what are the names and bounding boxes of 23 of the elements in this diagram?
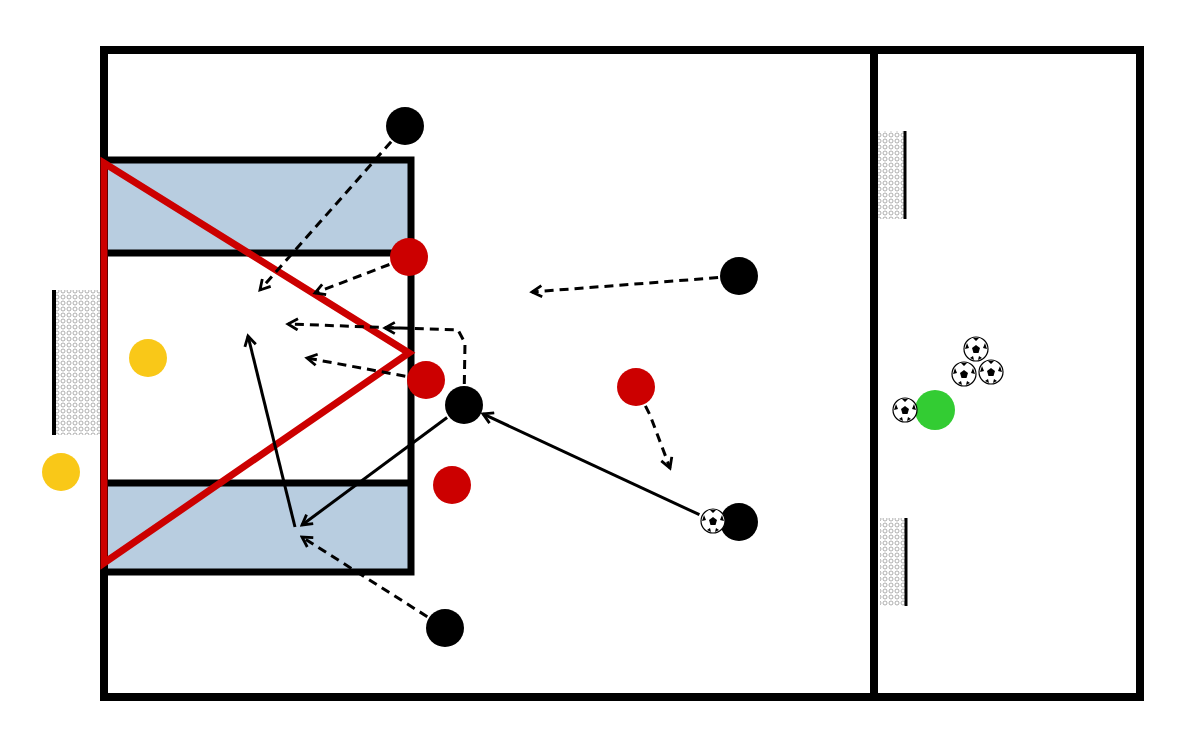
player-marker (617, 368, 655, 406)
player-marker (407, 361, 445, 399)
player-marker (390, 238, 428, 276)
run-arrow (644, 405, 674, 470)
player-marker (445, 386, 483, 424)
player-marker (426, 609, 464, 647)
run-arrow (530, 276, 719, 299)
run-arrow (258, 140, 393, 292)
run-arrow (300, 535, 429, 618)
player-marker (433, 466, 471, 504)
pass-arrow (481, 411, 701, 517)
pass-arrow (243, 334, 297, 528)
player-marker (386, 107, 424, 145)
player-marker (42, 453, 80, 491)
player-marker (720, 503, 758, 541)
run-arrow (286, 317, 467, 385)
player-marker (915, 390, 955, 430)
pass-arrow (300, 416, 448, 527)
run-arrow (313, 263, 390, 297)
run-arrow (305, 352, 406, 378)
player-marker (720, 257, 758, 295)
ball-icon (700, 508, 726, 534)
player-marker (129, 339, 167, 377)
